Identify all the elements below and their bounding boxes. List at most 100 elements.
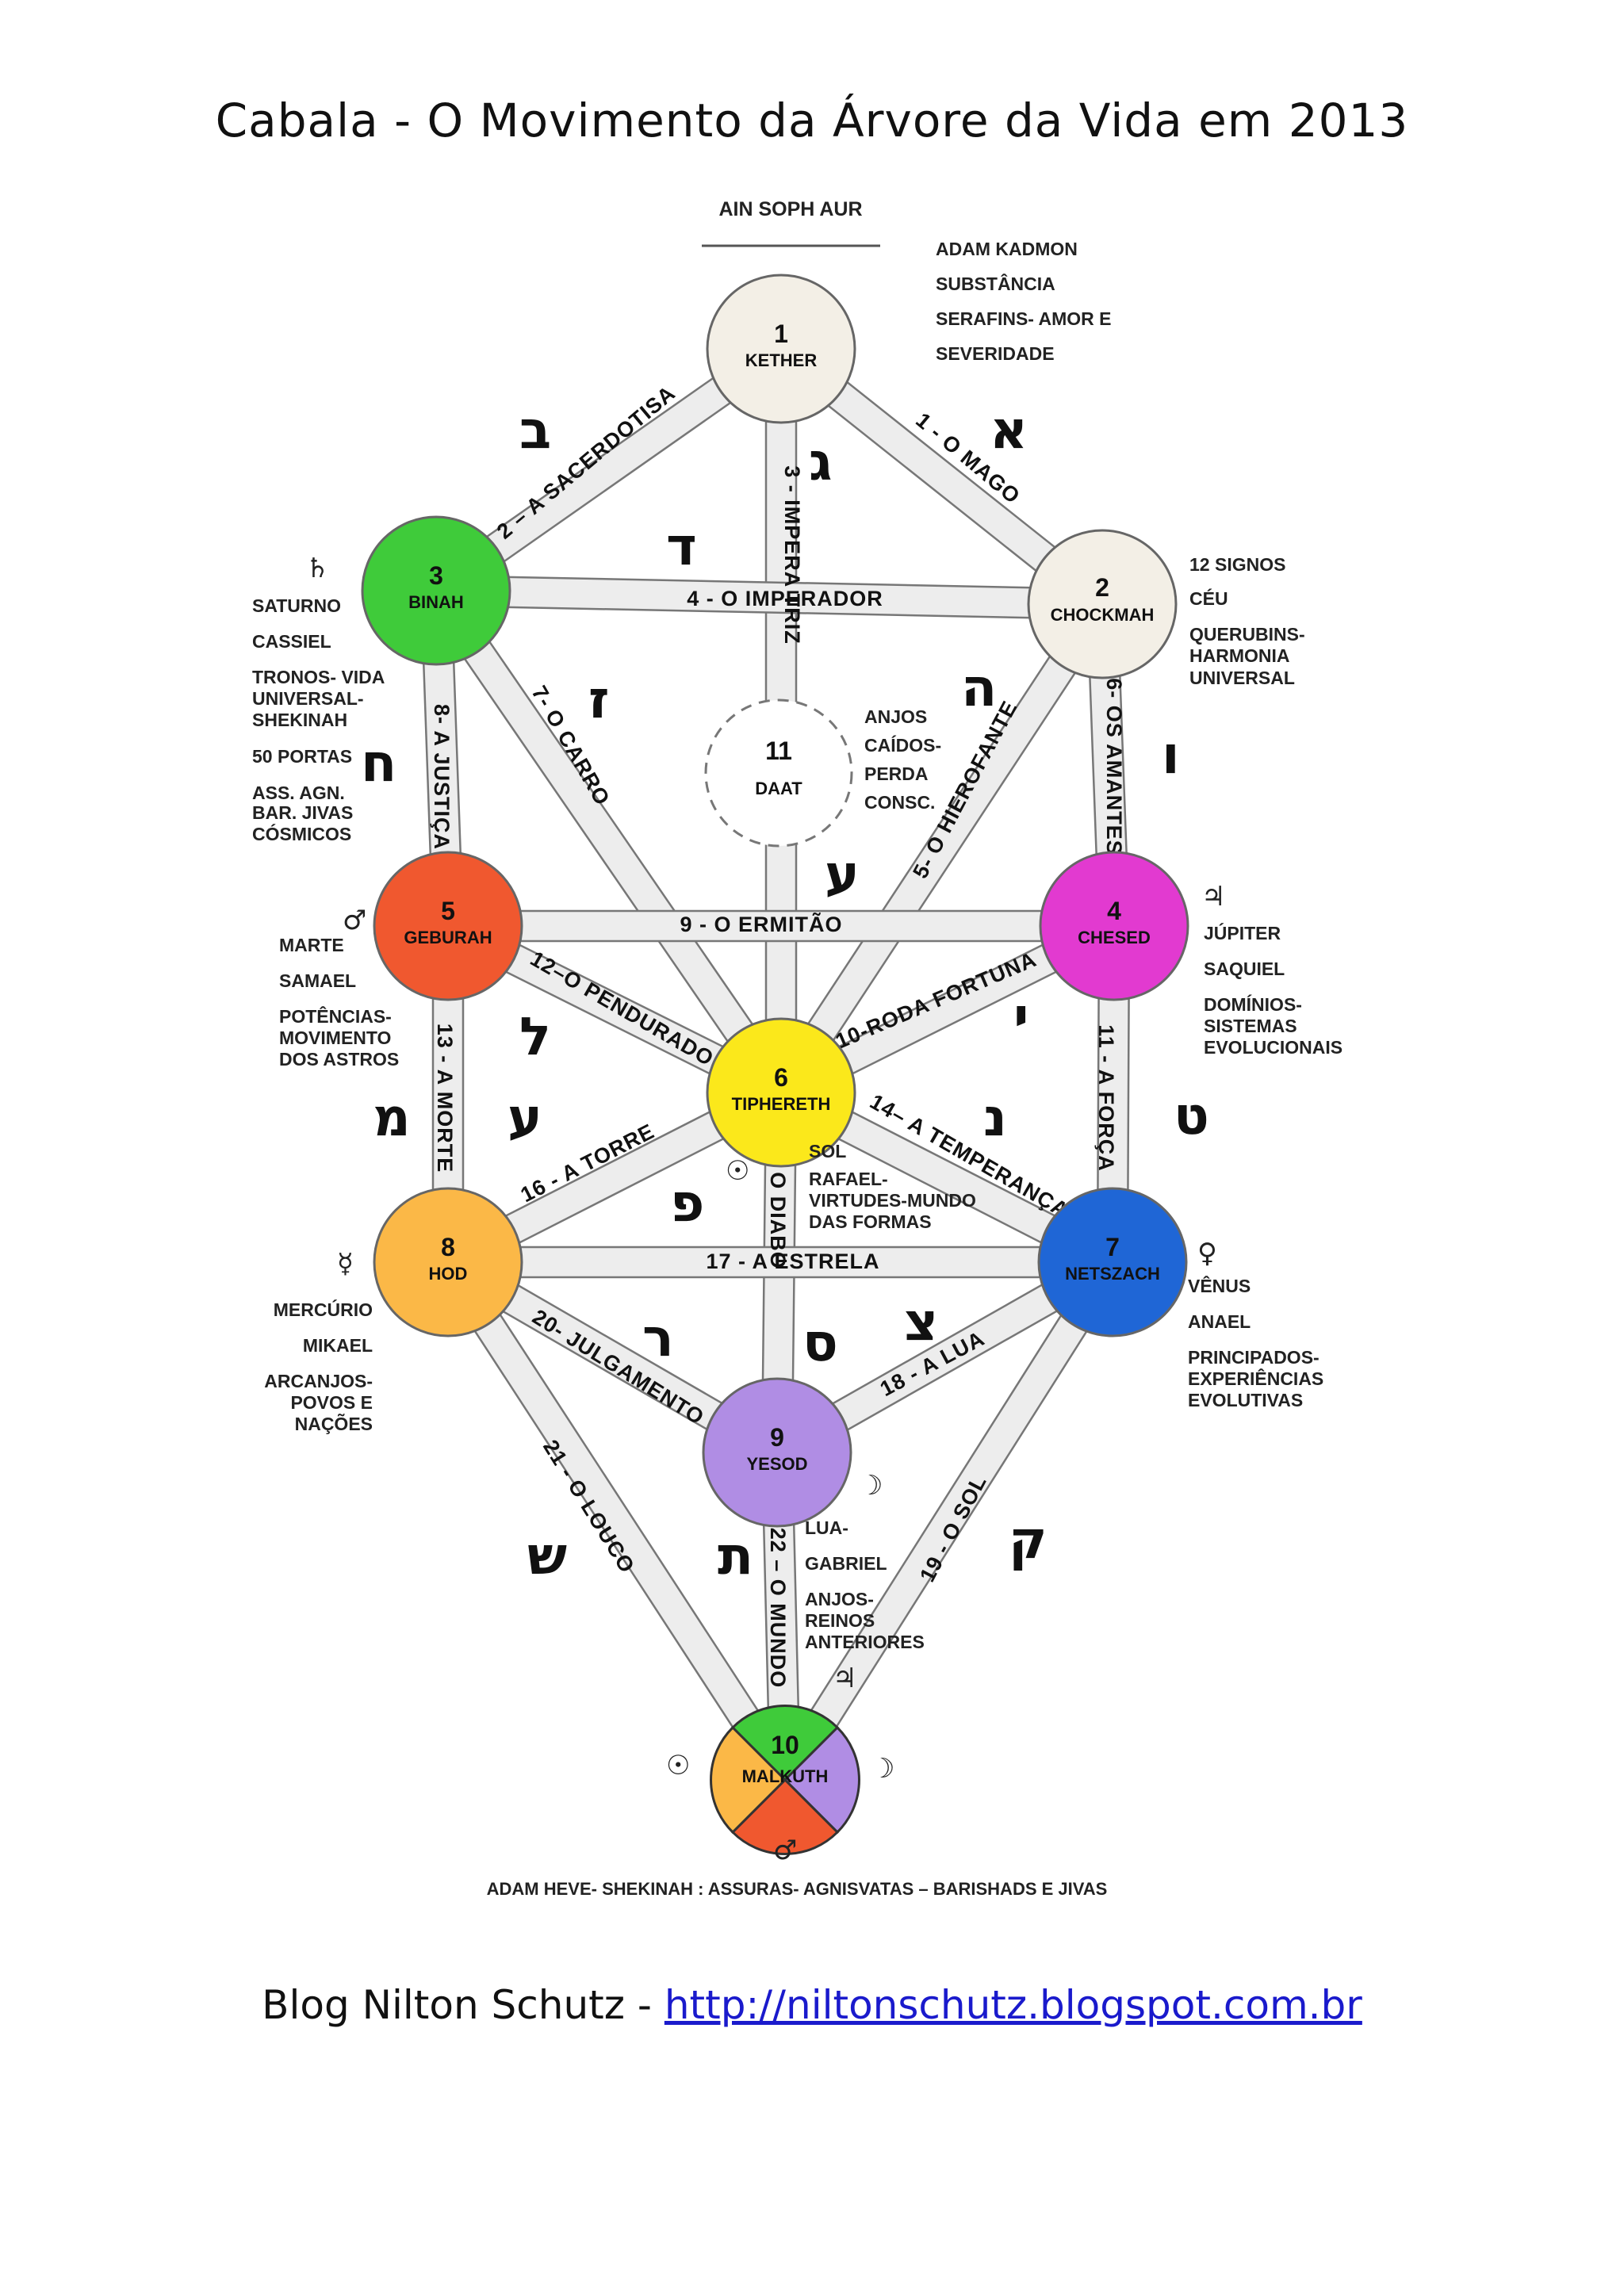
daat-number: 11 (765, 737, 792, 765)
malkuth-quarter-left (710, 1725, 787, 1835)
tiphereth-number: 6 (774, 1063, 788, 1092)
hebrew-pe: פ (670, 1173, 704, 1234)
path-label-8: 8- A JUSTIÇA (430, 704, 454, 850)
note-geburah-4: MOVIMENTO (279, 1027, 391, 1048)
hod-number: 8 (441, 1233, 455, 1261)
sephira-9-yesod (702, 1377, 852, 1528)
sephira-6-tiphereth (706, 1017, 856, 1168)
note-chesed-4: SISTEMAS (1204, 1016, 1297, 1036)
note-binah-3: TRONOS- VIDA (252, 667, 385, 687)
note-geburah-5: DOS ASTROS (279, 1049, 399, 1070)
chesed-number: 4 (1107, 897, 1121, 925)
path-label-3: 3 - IMPERA TRIZ (780, 465, 804, 645)
binah-name: BINAH (408, 592, 464, 612)
note-yesod-5: ANTERIORES (805, 1632, 925, 1652)
path-label-11: 11 - A FORÇA (1094, 1024, 1118, 1172)
hebrew-teth: ט (1174, 1085, 1209, 1146)
yesod-name: YESOD (746, 1454, 807, 1474)
hebrew-gimel: ג (809, 431, 833, 492)
note-chesed-1: JÚPITER (1204, 922, 1281, 943)
note-netszach-5: EVOLUTIVAS (1188, 1390, 1303, 1410)
note-netszach-1: VÊNUS (1188, 1275, 1251, 1296)
hebrew-he: ה (961, 657, 997, 718)
blog-link[interactable]: http://niltonschutz.blogspot.com.br (664, 1982, 1362, 2028)
venus-icon: ♀ (1197, 1238, 1217, 1269)
document-title: Cabala - O Movimento da Árvore da Vida e… (215, 94, 1409, 147)
note-chesed-5: EVOLUCIONAIS (1204, 1037, 1342, 1058)
note-tiphereth-2: RAFAEL- (809, 1169, 888, 1189)
sephira-3-binah (361, 515, 511, 666)
note-tiphereth-1: SOL (809, 1141, 846, 1161)
path-label-4: 4 - O IMPERADOR (687, 587, 883, 610)
chesed-name: CHESED (1078, 928, 1151, 947)
note-kether-3: SERAFINS- AMOR E (936, 308, 1112, 329)
hebrew-zayin: ז (588, 669, 609, 730)
sephira-5-geburah (373, 851, 523, 1001)
binah-number: 3 (429, 561, 443, 590)
hebrew-nun: נ (983, 1087, 1007, 1148)
ain-soph-aur-label: AIN SOPH AUR (718, 198, 862, 220)
note-yesod-4: REINOS (805, 1610, 875, 1631)
note-tiphereth-4: DAS FORMAS (809, 1211, 932, 1232)
note-kether-4: SEVERIDADE (936, 343, 1055, 364)
note-daat-3: PERDA (864, 763, 929, 784)
note-binah-5: SHEKINAH (252, 710, 347, 730)
malkuth-name: MALKUTH (742, 1766, 829, 1786)
hebrew-aleph: א (990, 400, 1028, 461)
note-chesed-2: SAQUIEL (1204, 959, 1285, 979)
hebrew-yod-ermitao: ע (825, 844, 860, 905)
note-daat-4: CONSC. (864, 792, 935, 813)
note-binah-2: CASSIEL (252, 631, 331, 652)
kether-number: 1 (774, 320, 788, 348)
hebrew-resh: ר (642, 1307, 674, 1368)
hebrew-beth: ב (519, 400, 551, 461)
hebrew-letters: א ב ג ד ה ו ז ח ט ע י ל מ נ ס ע פ צ ק ר … (361, 400, 1209, 1586)
note-yesod-2: GABRIEL (805, 1553, 887, 1574)
chockmah-number: 2 (1095, 573, 1109, 602)
moon-icon-malkuth: ☽ (871, 1753, 894, 1785)
sephira-1-kether (706, 274, 856, 424)
hebrew-cheth: ח (361, 733, 396, 794)
sephira-2-chockmah (1027, 529, 1178, 679)
sephira-11-daat (704, 698, 853, 848)
note-geburah-2: SAMAEL (279, 970, 356, 991)
note-yesod-3: ANJOS- (805, 1589, 874, 1609)
note-chockmah-2: CÉU (1189, 587, 1228, 609)
note-geburah-1: MARTE (279, 935, 344, 955)
hebrew-samekh: ס (802, 1312, 838, 1373)
path-label-9: 9 - O ERMITÃO (680, 912, 842, 936)
moon-icon-yesod: ☽ (859, 1470, 883, 1502)
path-label-22: 22 – O MUNDO (766, 1528, 790, 1689)
hebrew-ayin: ע (508, 1087, 542, 1148)
note-binah-6: 50 PORTAS (252, 746, 352, 767)
malkuth-number: 10 (771, 1731, 799, 1759)
footer-prefix: Blog Nilton Schutz - (262, 1982, 665, 2028)
note-tiphereth-3: VIRTUDES-MUNDO (809, 1190, 976, 1211)
document-footer: Blog Nilton Schutz - http://niltonschutz… (0, 1982, 1624, 2028)
path-label-13: 13 - A MORTE (433, 1024, 457, 1173)
note-daat-2: CAÍDOS- (864, 734, 941, 756)
mars-icon-malkuth: ♂ (773, 1835, 797, 1866)
saturn-icon: ♄ (305, 553, 329, 584)
chockmah-name: CHOCKMAH (1051, 605, 1155, 625)
note-yesod-1: LUA- (805, 1517, 848, 1538)
bottom-caption: ADAM HEVE- SHEKINAH : ASSURAS- AGNISVATA… (487, 1879, 1108, 1899)
note-kether-2: SUBSTÂNCIA (936, 273, 1055, 294)
note-binah-1: SATURNO (252, 595, 341, 616)
note-netszach-2: ANAEL (1188, 1311, 1251, 1332)
hebrew-vav: ו (1162, 725, 1180, 786)
hebrew-qoph: ק (1009, 1510, 1048, 1571)
note-binah-4: UNIVERSAL- (252, 688, 364, 709)
note-chesed-3: DOMÍNIOS- (1204, 993, 1302, 1015)
note-chockmah-5: UNIVERSAL (1189, 668, 1295, 688)
note-netszach-3: PRINCIPADOS- (1188, 1347, 1320, 1368)
path-bar-21 (434, 1252, 799, 1790)
sephira-4-chesed (1039, 851, 1189, 1001)
malkuth-quarter-bottom (730, 1777, 840, 1855)
hod-name: HOD (429, 1264, 468, 1284)
note-netszach-4: EXPERIÊNCIAS (1188, 1368, 1323, 1389)
malkuth-quarter-top (730, 1705, 840, 1782)
yesod-number: 9 (770, 1423, 784, 1452)
